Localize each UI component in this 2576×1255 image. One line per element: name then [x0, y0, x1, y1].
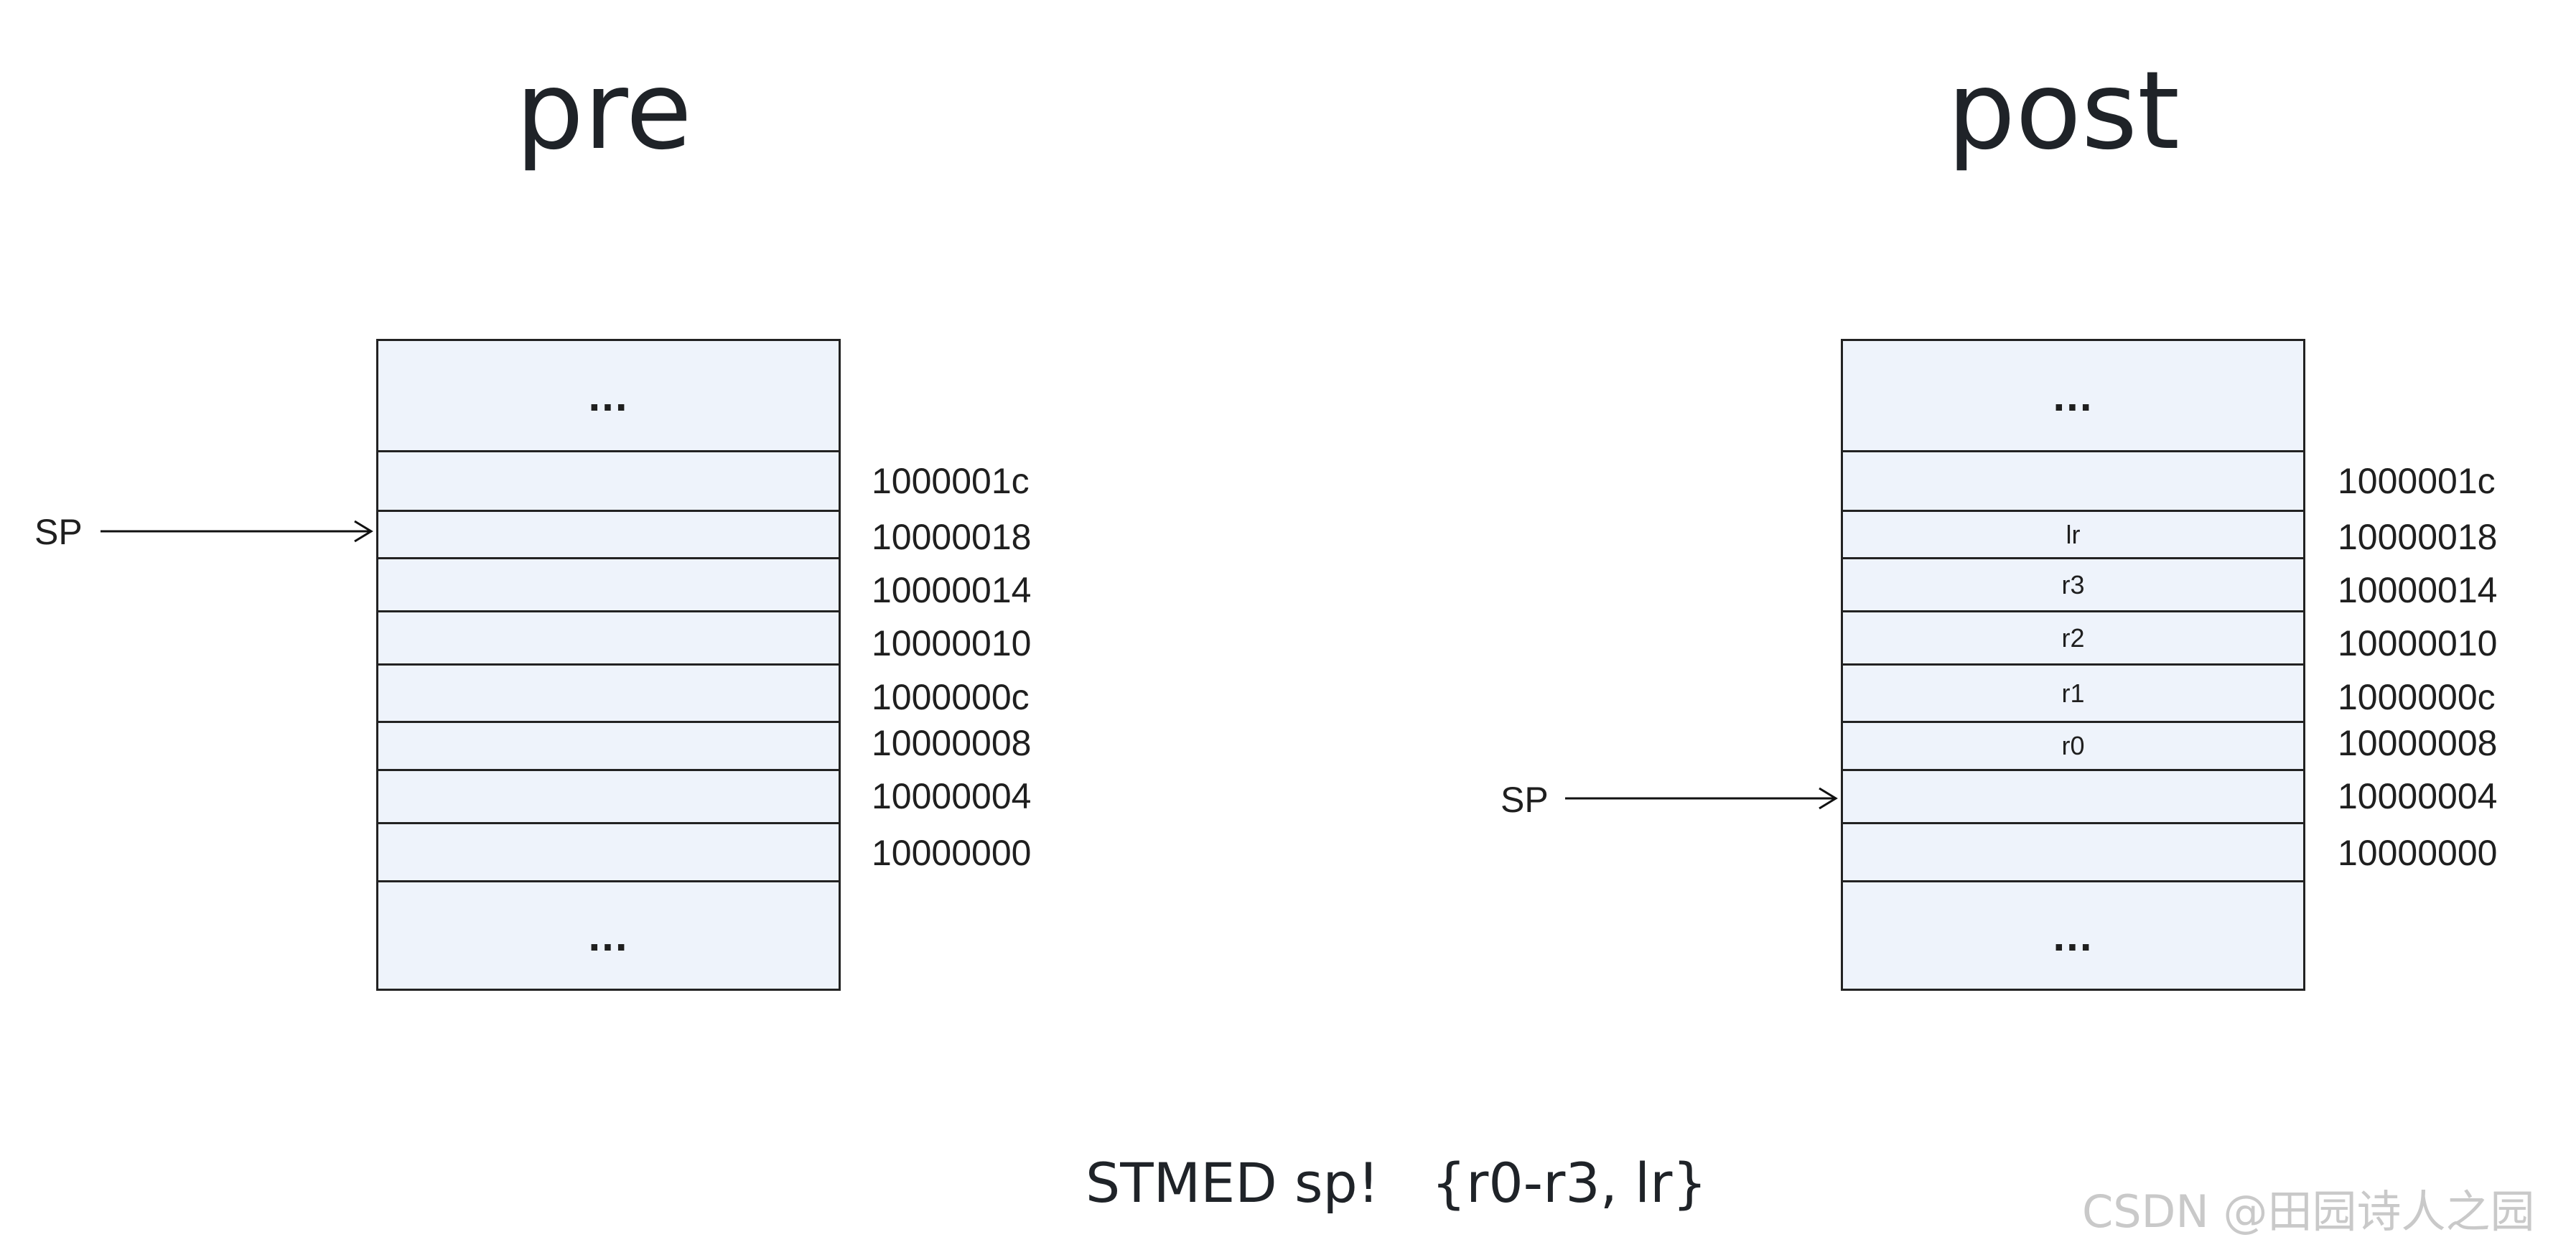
post-top-ellipsis: ...: [1843, 341, 2303, 450]
pre-cell-1000000c: [378, 663, 839, 721]
instruction-text: STMED sp! {r0-r3, lr}: [1086, 1151, 1707, 1215]
post-title: post: [1947, 49, 2180, 174]
pre-bottom-ellipsis: ...: [378, 880, 839, 989]
post-sp-label: SP: [1501, 780, 1549, 820]
pre-address-label: 10000014: [872, 570, 1032, 610]
pre-address-label: 1000000c: [872, 677, 1030, 717]
pre-cell-10000008: [378, 721, 839, 769]
pre-address-label: 10000004: [872, 776, 1032, 816]
pre-cell-10000018: [378, 510, 839, 557]
post-cell-10000004: [1843, 769, 2303, 822]
post-cell-1000000c-r1: r1: [1843, 663, 2303, 721]
post-cell-10000010-r2: r2: [1843, 610, 2303, 663]
pre-cell-10000014: [378, 557, 839, 610]
pre-address-label: 1000001c: [872, 461, 1030, 501]
pre-address-label: 10000010: [872, 623, 1032, 663]
pre-address-label: 10000008: [872, 723, 1032, 763]
pre-address-label: 10000018: [872, 517, 1032, 557]
post-address-label: 10000004: [2338, 776, 2498, 816]
pre-sp-label: SP: [34, 512, 83, 552]
post-cell-1000001c: [1843, 450, 2303, 510]
post-address-label: 10000000: [2338, 833, 2498, 873]
pre-cell-10000004: [378, 769, 839, 822]
post-address-label: 1000001c: [2338, 461, 2496, 501]
pre-address-label: 10000000: [872, 833, 1032, 873]
pre-title: pre: [515, 49, 692, 174]
post-address-label: 10000018: [2338, 517, 2498, 557]
pre-sp-arrow: [101, 520, 373, 543]
pre-cell-10000000: [378, 822, 839, 880]
pre-cell-1000001c: [378, 450, 839, 510]
post-address-label: 10000014: [2338, 570, 2498, 610]
post-address-label: 10000010: [2338, 623, 2498, 663]
post-cell-10000008-r0: r0: [1843, 721, 2303, 769]
pre-memory-stack: ... ...: [376, 339, 841, 991]
pre-top-ellipsis: ...: [378, 341, 839, 450]
post-sp-arrow: [1565, 787, 1838, 810]
post-address-label: 10000008: [2338, 723, 2498, 763]
post-cell-10000018-lr: lr: [1843, 510, 2303, 557]
post-address-label: 1000000c: [2338, 677, 2496, 717]
post-cell-10000014-r3: r3: [1843, 557, 2303, 610]
csdn-watermark: CSDN @田园诗人之园: [2082, 1185, 2535, 1238]
pre-cell-10000010: [378, 610, 839, 663]
post-cell-10000000: [1843, 822, 2303, 880]
post-bottom-ellipsis: ...: [1843, 880, 2303, 989]
post-memory-stack: ... lr r3 r2 r1 r0 ...: [1841, 339, 2305, 991]
